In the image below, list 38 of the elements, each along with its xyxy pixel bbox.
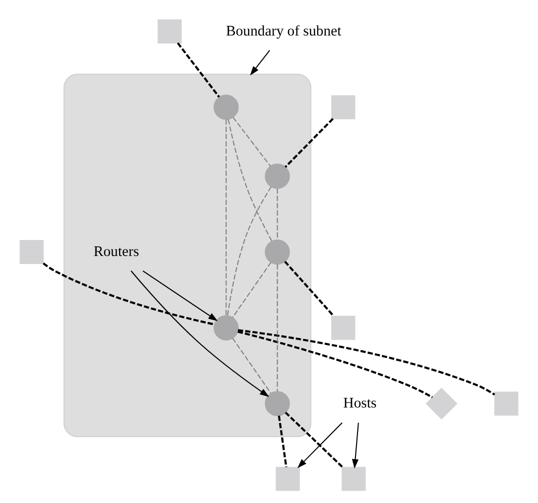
- node-box: [158, 19, 182, 44]
- connector: [232, 262, 272, 318]
- arrow: [130, 270, 270, 397]
- node-box: [494, 392, 518, 416]
- node-circle: [264, 164, 290, 189]
- connector: [228, 119, 272, 242]
- connector: [238, 329, 496, 396]
- node-text: Routers: [94, 244, 140, 260]
- node-diamond: [426, 388, 458, 420]
- node-circle: [214, 94, 239, 120]
- connector: [284, 260, 334, 317]
- node-text: Boundary of subnet: [226, 23, 342, 40]
- connector: [232, 338, 272, 394]
- node-circle: [264, 391, 290, 416]
- connector: [42, 262, 215, 326]
- connector: [278, 416, 288, 468]
- node-box: [20, 240, 44, 264]
- node-circle: [264, 239, 290, 265]
- node-box: [342, 466, 366, 491]
- arrow: [352, 422, 359, 469]
- node-circle: [214, 315, 239, 340]
- connector: [276, 264, 278, 392]
- connector: [232, 116, 271, 167]
- connector: [226, 119, 227, 316]
- connector: [276, 188, 278, 240]
- connector: [227, 186, 272, 316]
- node-box: [331, 95, 356, 120]
- connector: [238, 330, 433, 398]
- node-box: [331, 316, 356, 340]
- arrow: [142, 270, 218, 322]
- connector: [176, 42, 220, 98]
- connector: [284, 412, 344, 468]
- cluster: [64, 74, 312, 438]
- node-box: [276, 466, 300, 491]
- node-text: Hosts: [343, 395, 377, 412]
- connector: [284, 118, 334, 168]
- arrow: [297, 422, 342, 468]
- arrow: [250, 50, 270, 76]
